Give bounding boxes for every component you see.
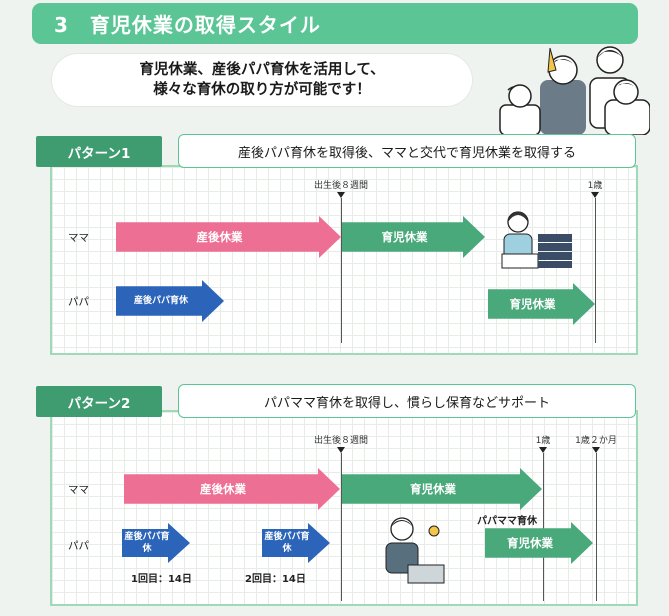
second-leave-note: 2回目：14日: [245, 574, 306, 585]
p2-marker-8-weeks: 出生後８週間: [313, 436, 369, 446]
pattern-1-title: 産後パパ育休を取得後、ママと交代で育児休業を取得する: [178, 134, 636, 168]
p2-marker-1y2m-line: [596, 453, 597, 601]
father-working-illustration: [385, 517, 445, 584]
marker-1-year-triangle: [591, 192, 599, 198]
section-header: 3 育児休業の取得スタイル: [32, 3, 638, 44]
section-title: 3 育児休業の取得スタイル: [54, 13, 321, 37]
marker-1-year: 1歳: [587, 181, 603, 191]
intro-line-2: 様々な育休の取り方が可能です！: [153, 82, 371, 98]
p2-marker-1-year-triangle: [539, 447, 547, 453]
p2-marker-1-year-2-months: 1歳２か月: [575, 436, 617, 446]
p2-row-label-mama: ママ: [68, 484, 89, 496]
papa-postnatal-leave-bar: 産後パパ育休: [116, 280, 224, 322]
mama-childcare-leave-bar: 育児休業: [342, 216, 485, 258]
mother-working-illustration: [501, 211, 572, 269]
intro-bubble: 育児休業、産後パパ育休を活用して、 様々な育休の取り方が可能です！: [52, 54, 472, 106]
papamama-leave-note: パパママ育休: [477, 516, 537, 527]
p2-row-label-papa: パパ: [68, 540, 89, 552]
pattern-2-panel: [50, 410, 638, 606]
marker-8-weeks-line: [341, 198, 342, 343]
cheering-people-illustration: [499, 46, 650, 135]
marker-8-weeks-triangle: [337, 192, 345, 198]
first-leave-note: 1回目：14日: [131, 574, 192, 585]
pattern-2-tab: パターン2: [36, 386, 162, 417]
p2-mama-maternity-leave-bar: 産後休業: [124, 468, 340, 510]
p2-papa-childcare-leave-bar: 育児休業: [485, 522, 593, 564]
marker-8-weeks: 出生後８週間: [313, 181, 369, 191]
p2-marker-8-weeks-line: [341, 453, 342, 601]
pattern-2-title: パパママ育休を取得し、慣らし保育などサポート: [178, 384, 636, 418]
p2-mama-childcare-leave-bar: 育児休業: [342, 468, 542, 510]
marker-1-year-line: [595, 198, 596, 343]
bubble-tail: [452, 88, 466, 104]
row-label-papa: パパ: [68, 296, 89, 308]
p2-marker-1-year-line: [543, 453, 544, 601]
papa-childcare-leave-bar: 育児休業: [488, 283, 595, 325]
mama-maternity-leave-bar: 産後休業: [116, 216, 341, 258]
p2-marker-8-weeks-triangle: [337, 447, 345, 453]
row-label-mama: ママ: [68, 232, 89, 244]
p2-marker-1-year: 1歳: [535, 436, 551, 446]
p2-marker-1y2m-triangle: [592, 447, 600, 453]
intro-line-1: 育児休業、産後パパ育休を活用して、: [139, 62, 385, 78]
pattern-1-tab: パターン1: [36, 136, 162, 167]
